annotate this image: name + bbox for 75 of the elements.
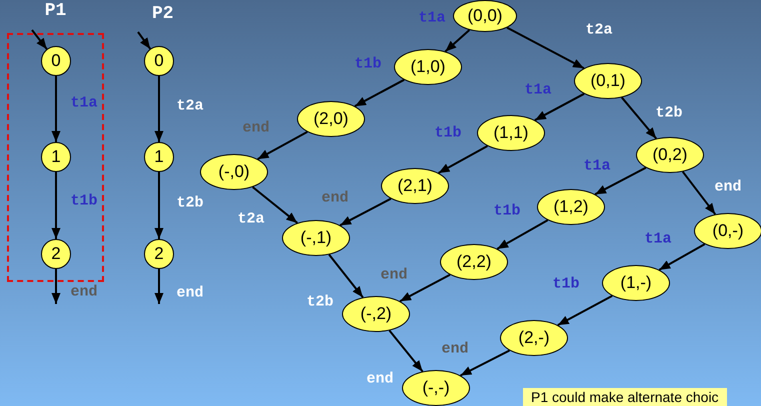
state-ellipse: (0,2) bbox=[636, 137, 704, 173]
edge-label: t2a bbox=[586, 22, 612, 38]
edge-label: t1b bbox=[434, 124, 462, 142]
arrow bbox=[388, 330, 424, 372]
arrow bbox=[460, 350, 510, 376]
arrow bbox=[496, 219, 548, 250]
edge-label: end bbox=[442, 340, 468, 358]
state-ellipse: (0,0) bbox=[453, 0, 517, 32]
edge-label: t2b bbox=[656, 104, 682, 122]
arrow bbox=[154, 269, 164, 304]
arrow bbox=[52, 76, 60, 142]
state-circle: 2 bbox=[41, 239, 71, 269]
note: P1 could make alternate choic bbox=[523, 388, 727, 406]
state-circle: 2 bbox=[144, 239, 174, 269]
state-ellipse: (2,2) bbox=[440, 244, 508, 280]
edge-label: end bbox=[366, 370, 394, 388]
state-ellipse: (0,1) bbox=[574, 63, 642, 99]
arrow bbox=[534, 92, 585, 122]
edge-label: t1a bbox=[644, 230, 672, 248]
state-circle: 1 bbox=[144, 142, 174, 172]
arrow bbox=[438, 145, 488, 174]
edge-label: end bbox=[70, 284, 98, 300]
state-ellipse: (2,1) bbox=[381, 168, 449, 204]
edge-label: t1b bbox=[552, 276, 580, 292]
state-ellipse: (1,1) bbox=[477, 115, 545, 151]
arrow bbox=[52, 269, 60, 304]
state-ellipse: (0,-) bbox=[694, 213, 761, 249]
arrow bbox=[137, 31, 152, 50]
arrow bbox=[328, 254, 364, 298]
arrow bbox=[257, 131, 308, 160]
edge-label: t2a bbox=[238, 210, 264, 228]
edge-label: t2a bbox=[176, 98, 204, 114]
edge-label: t1b bbox=[354, 56, 382, 72]
arrow bbox=[340, 198, 392, 226]
state-ellipse: (-,0) bbox=[200, 154, 268, 190]
state-circle: 0 bbox=[41, 46, 71, 76]
edge-label: end bbox=[242, 120, 270, 136]
arrow bbox=[252, 186, 298, 224]
state-circle: 1 bbox=[41, 142, 71, 172]
arrow bbox=[594, 166, 646, 196]
state-ellipse: (2,-) bbox=[500, 320, 568, 356]
edge-label: end bbox=[322, 190, 348, 206]
arrow bbox=[31, 29, 48, 50]
edge-label: end bbox=[380, 266, 408, 284]
edge-label: end bbox=[176, 284, 204, 302]
edge-label: t1b bbox=[70, 192, 98, 210]
edge-label: t1a bbox=[524, 82, 552, 98]
edge-label: end bbox=[714, 178, 742, 196]
edge-label: t1a bbox=[70, 94, 98, 112]
edge-label: t1a bbox=[418, 10, 446, 26]
arrow bbox=[354, 78, 405, 108]
arrow bbox=[621, 96, 657, 140]
process-title: P1 bbox=[44, 1, 68, 21]
edge-label: t2b bbox=[176, 194, 204, 212]
arrow bbox=[658, 243, 706, 271]
state-ellipse: (2,0) bbox=[297, 101, 365, 137]
arrow bbox=[154, 172, 164, 239]
state-ellipse: (-,1) bbox=[282, 220, 350, 256]
state-ellipse: (-,2) bbox=[342, 296, 410, 332]
state-ellipse: (-,-) bbox=[402, 370, 470, 406]
arrow bbox=[682, 171, 716, 215]
edge-label: t1b bbox=[494, 202, 520, 220]
state-ellipse: (1,0) bbox=[394, 49, 462, 85]
arrow bbox=[400, 274, 450, 302]
state-circle: 0 bbox=[144, 46, 174, 76]
edge-label: t2b bbox=[306, 294, 334, 310]
arrow bbox=[444, 29, 470, 52]
edge-label: t1a bbox=[584, 158, 610, 174]
arrow bbox=[506, 26, 584, 70]
arrow bbox=[154, 76, 164, 142]
state-ellipse: (1,-) bbox=[602, 265, 670, 301]
arrow bbox=[557, 294, 613, 326]
arrow bbox=[52, 172, 60, 239]
process-title: P2 bbox=[152, 4, 174, 24]
state-ellipse: (1,2) bbox=[537, 189, 605, 225]
